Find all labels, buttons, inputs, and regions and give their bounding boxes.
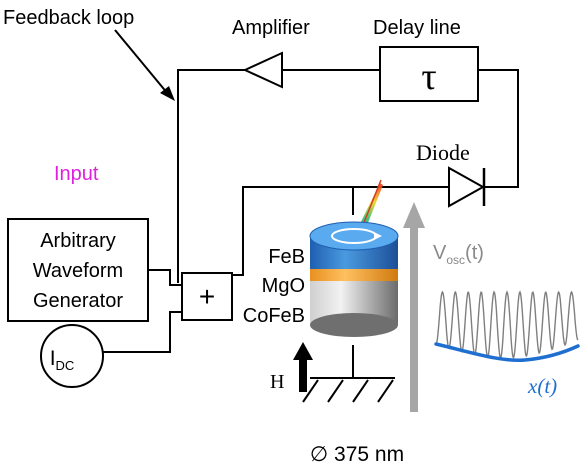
oscillation-waveform xyxy=(435,290,579,360)
ground-hatch-2 xyxy=(327,379,344,403)
awg-label-line3: Generator xyxy=(33,290,123,312)
feedback-loop-label: Feedback loop xyxy=(3,7,134,29)
layer-mgo xyxy=(310,268,398,281)
h-field-arrow-icon xyxy=(293,342,313,392)
precession-arrow-icon xyxy=(374,232,382,240)
diameter-label: ∅ 375 nm xyxy=(310,443,404,466)
layer-cofeb-bottom xyxy=(310,313,398,337)
idc-label: IDC xyxy=(50,347,75,373)
feb-label: FeB xyxy=(268,246,305,268)
vosc-arrow-icon xyxy=(403,202,425,412)
ground-hatch-4 xyxy=(377,379,394,403)
diode-label: Diode xyxy=(416,140,470,165)
layer-feb-top xyxy=(309,221,399,251)
amplifier-label: Amplifier xyxy=(232,17,310,39)
wire-idc xyxy=(103,311,182,353)
diode-triangle xyxy=(448,166,486,208)
feedback-pointer-line xyxy=(114,29,169,95)
cofeb-label: CoFeB xyxy=(243,305,305,327)
vosc-main: V xyxy=(433,242,447,264)
feedback-pointer-head xyxy=(160,86,175,101)
amplifier-symbol xyxy=(242,51,283,89)
input-label: Input xyxy=(54,163,99,185)
vosc-subscript: osc xyxy=(446,253,465,267)
wire-awg xyxy=(148,269,182,286)
idc-main: I xyxy=(50,347,56,370)
delay-line-label: Delay line xyxy=(373,17,461,39)
idc-source-circle xyxy=(40,324,104,388)
ground-hatch-3 xyxy=(352,379,369,403)
adder-box xyxy=(181,272,233,321)
x-of-t-label: x(t) xyxy=(527,374,557,398)
mgo-label: MgO xyxy=(262,275,305,297)
wire-feedback-left xyxy=(177,69,245,283)
vosc-arg: (t) xyxy=(465,242,484,264)
h-field-label: H xyxy=(270,371,284,393)
tau-symbol: τ xyxy=(421,56,436,98)
ground-hatch-1 xyxy=(302,379,319,403)
awg-label-line1: Arbitrary xyxy=(40,230,116,252)
envelope-curve xyxy=(434,342,580,363)
wire-delay-right xyxy=(478,69,519,188)
adder-plus: + xyxy=(199,281,215,312)
wire-diode-left xyxy=(232,186,449,276)
vosc-label: Vosc(t) xyxy=(433,242,484,267)
wires xyxy=(103,69,519,403)
awg-box xyxy=(7,218,149,322)
awg-label-line2: Waveform xyxy=(33,260,123,282)
mtj-pillar xyxy=(309,221,399,337)
idc-subscript: DC xyxy=(56,358,75,373)
delay-line-box xyxy=(379,46,479,102)
